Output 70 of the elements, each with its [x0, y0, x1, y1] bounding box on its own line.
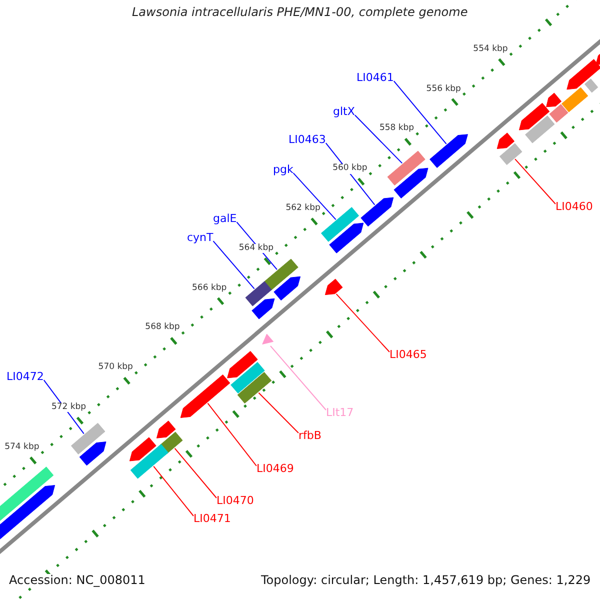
gene-block: [320, 207, 360, 242]
gene-label: galE: [213, 213, 237, 226]
gene-label: LI0469: [256, 463, 294, 476]
leader-line: [174, 448, 217, 498]
gene-block: [245, 281, 272, 306]
leader-line: [258, 392, 299, 434]
gene-feature: [324, 278, 343, 296]
gene-block: [230, 362, 265, 394]
gene-label: LIt17: [326, 407, 354, 420]
leader-line: [393, 80, 447, 144]
scale-label: 562 kbp: [286, 204, 320, 214]
scale-label: 564 kbp: [238, 244, 274, 254]
leader-line: [207, 402, 257, 466]
gene-block: [584, 78, 598, 93]
title: Lawsonia intracellularis PHE/MN1-00, complete genome: [132, 6, 468, 20]
gene-feature: [156, 420, 176, 438]
leader-line: [354, 114, 403, 164]
genome-info-text: Topology: circular; Length: 1,457,619 bp; Genes: 1,229: [261, 574, 591, 588]
leader-line: [212, 240, 255, 290]
gene-block: [499, 143, 522, 166]
gene-label: LI0472: [6, 371, 44, 384]
gene-label: cynT: [187, 232, 214, 244]
gene-block: [525, 116, 555, 144]
gene-feature: [79, 442, 106, 466]
gene-feature: [0, 485, 56, 542]
gene-feature: [329, 222, 364, 254]
gene-feature: [394, 168, 428, 198]
gene-feature: [546, 92, 562, 108]
gene-label: rfbB: [298, 430, 322, 442]
gene-label: LI0470: [216, 495, 254, 508]
gene-label: LI0471: [194, 513, 231, 526]
gene-label: LI0461: [356, 72, 394, 84]
gene-feature: [496, 132, 515, 149]
gene-label: LI0465: [390, 349, 427, 362]
scale-label: 556 kbp: [426, 84, 461, 94]
gene-feature: [252, 298, 275, 320]
scale-label: 558 kbp: [379, 124, 414, 134]
gene-feature: [129, 437, 156, 462]
gene-block: [264, 258, 298, 290]
leader-line: [336, 293, 390, 352]
accession-text: Accession: NC_008011: [9, 574, 146, 588]
scale-label: 572 kbp: [51, 403, 86, 412]
gene-block: [549, 104, 568, 123]
gene-block: [70, 422, 106, 454]
gene-feature: [180, 374, 230, 418]
leader-line: [292, 172, 336, 220]
leader-line: [270, 345, 326, 410]
scale-label: 566 kbp: [192, 284, 227, 293]
gene-label: LI0460: [556, 201, 593, 214]
gene-block: [561, 87, 588, 112]
scale-label: 554 kbp: [473, 44, 508, 54]
gene-feature: [566, 59, 600, 90]
gene-label: LI0463: [288, 134, 326, 146]
scale-label: 560 kbp: [332, 164, 368, 174]
scale-label: 570 kbp: [98, 363, 133, 373]
gene-feature: [227, 350, 258, 378]
trna-triangle: [262, 334, 274, 344]
scale-label: 568 kbp: [145, 323, 180, 333]
gene-feature: [360, 197, 394, 227]
gene-label: pgk: [273, 164, 294, 176]
gene-block: [130, 444, 168, 479]
leader-line: [514, 158, 556, 204]
gene-block: [387, 150, 426, 186]
gene-block: [0, 466, 54, 521]
scale-label: 574 kbp: [4, 442, 40, 452]
gene-feature: [430, 134, 468, 168]
gene-feature: [518, 102, 550, 130]
gene-label: gltX: [333, 106, 355, 118]
gene-block: [237, 372, 272, 404]
gene-feature: [274, 276, 301, 301]
